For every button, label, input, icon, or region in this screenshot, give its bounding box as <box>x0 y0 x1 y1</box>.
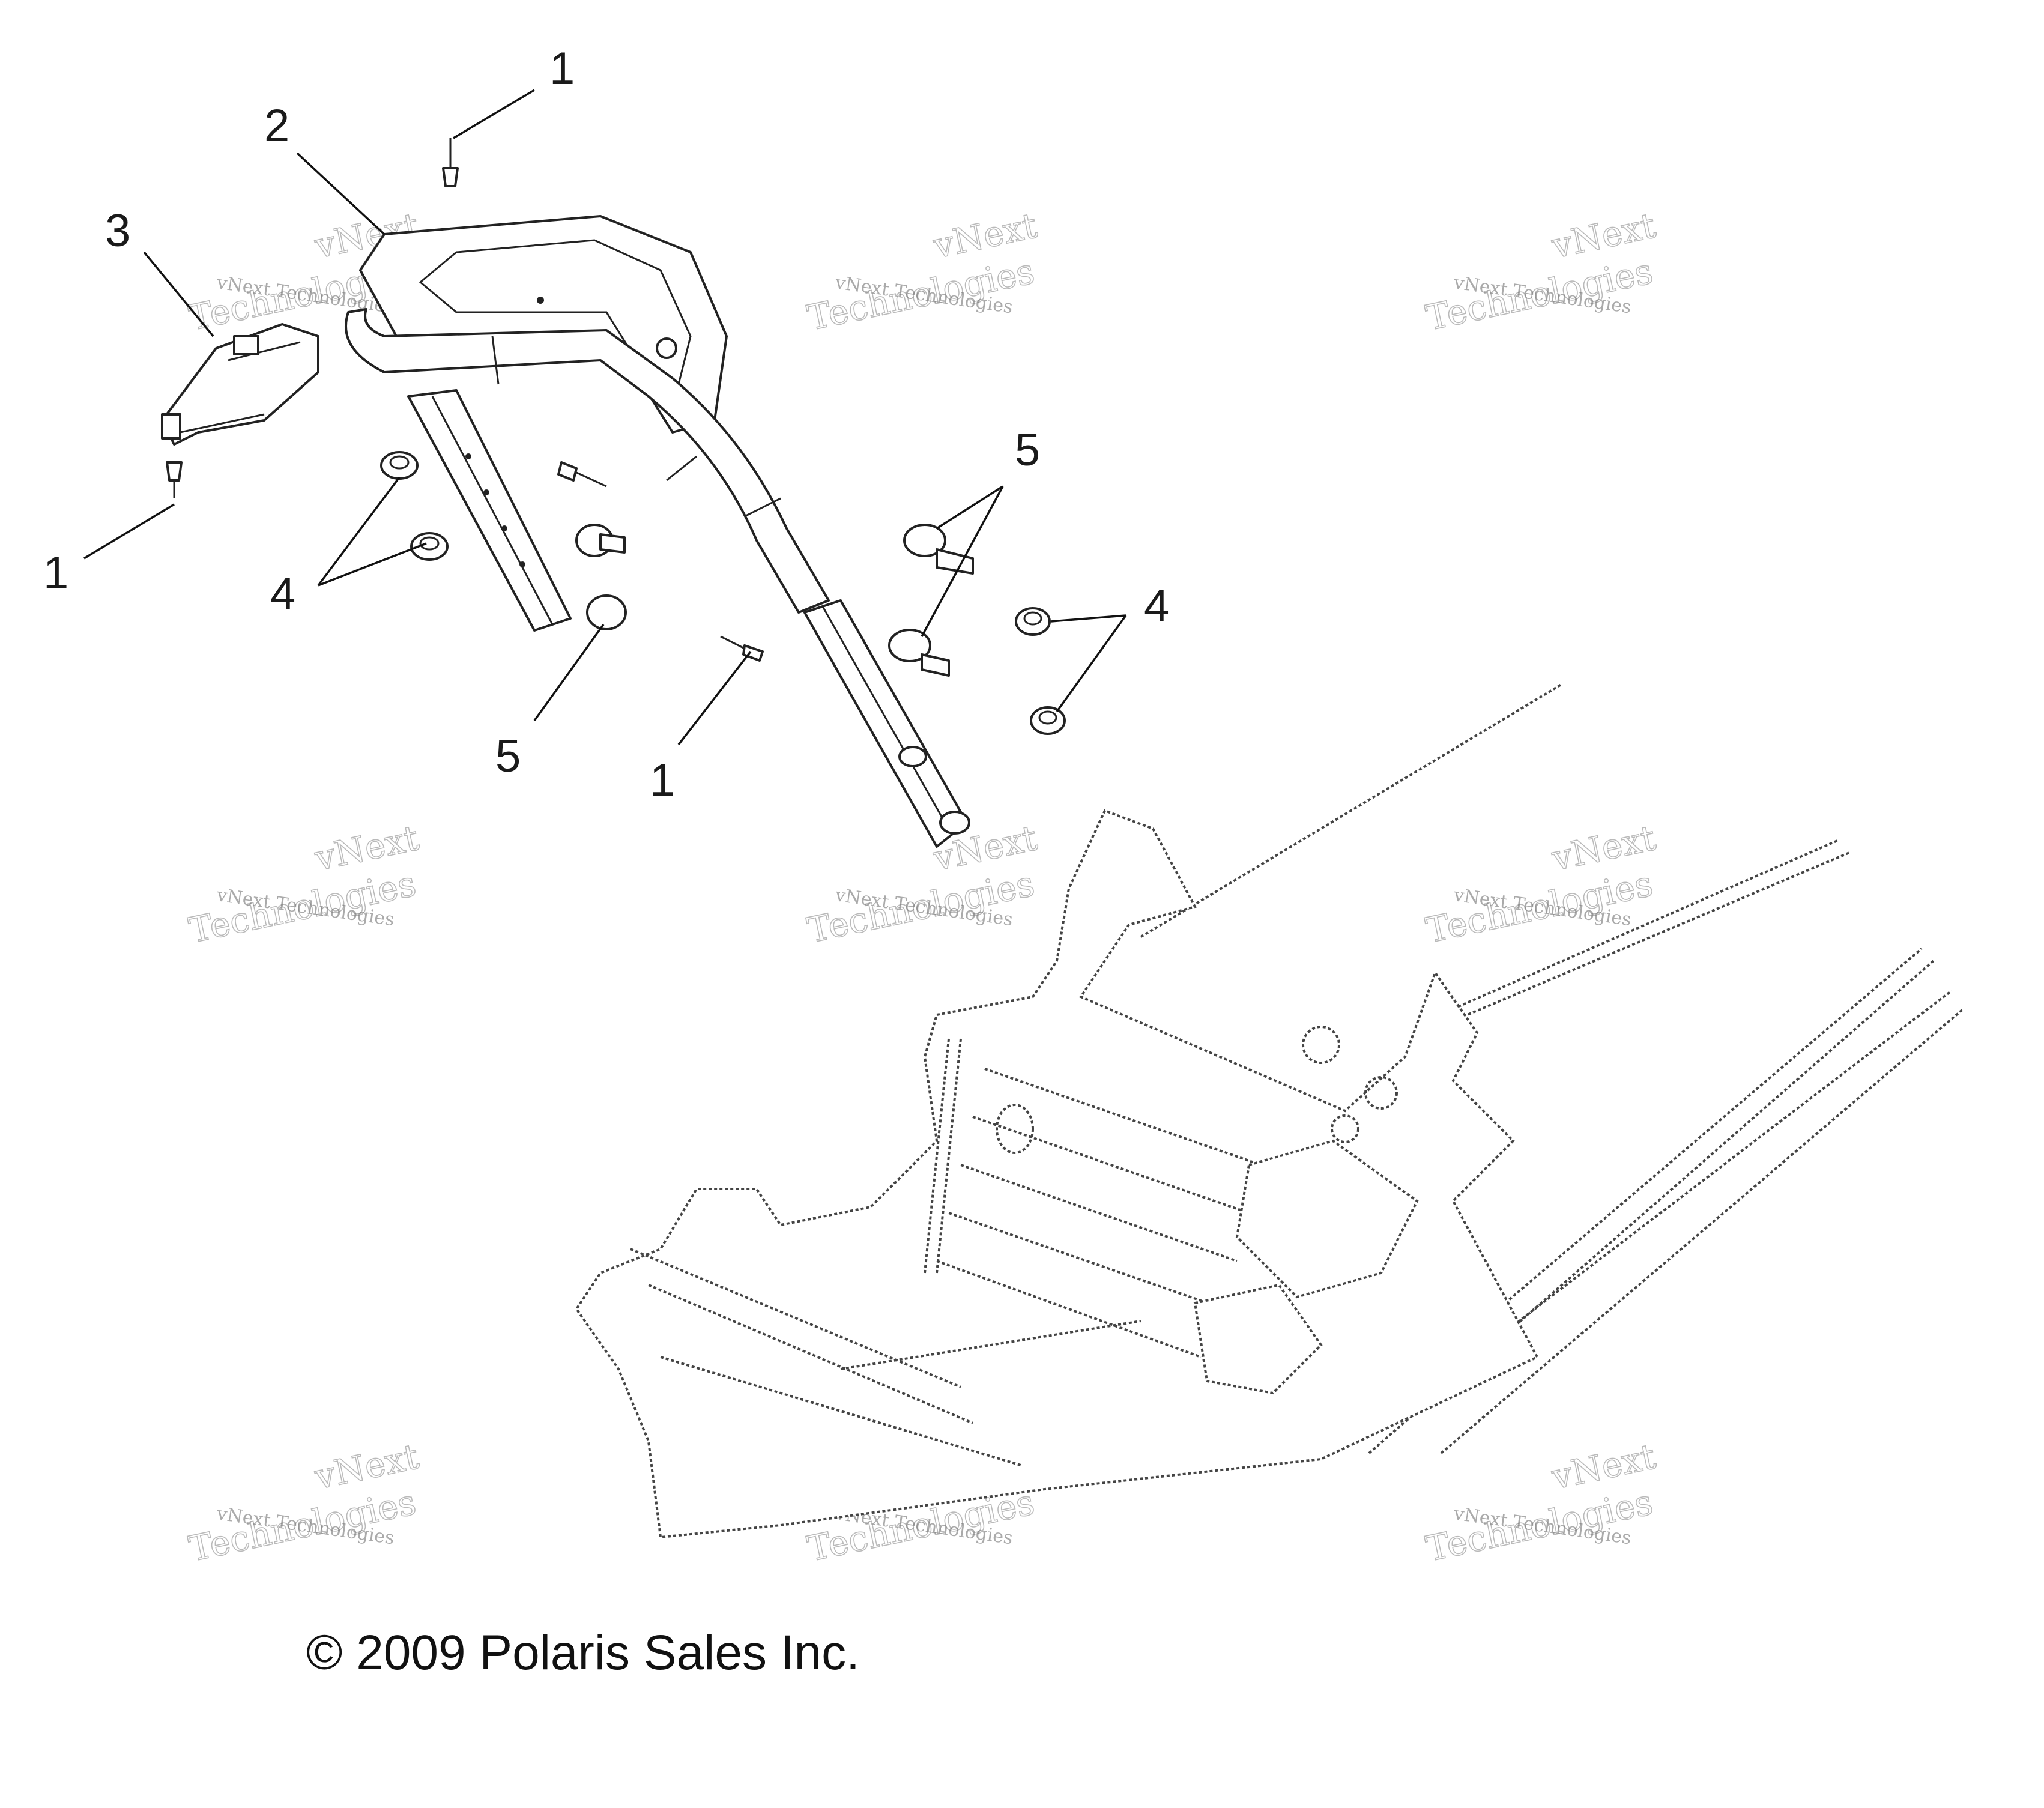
copyright-text: © 2009 Polaris Sales Inc. <box>306 1625 860 1680</box>
shoulder-bolt <box>903 524 974 575</box>
flange-nut <box>1015 607 1051 636</box>
leader-lines <box>83 89 1127 746</box>
watermark: vNext vNext Technologies Technologies <box>1422 1435 1660 1570</box>
steering-support-hoop <box>345 215 970 848</box>
chassis-frame <box>575 683 1965 1539</box>
callout-5-right: 5 <box>1015 425 1040 476</box>
flange-nut <box>410 532 449 561</box>
svg-text:Technologies: Technologies <box>1423 250 1657 338</box>
rivet <box>557 461 607 488</box>
callout-1-left: 1 <box>43 548 68 599</box>
svg-text:Technologies: Technologies <box>1423 1481 1657 1569</box>
watermark: vNext vNext Technologies Technologies <box>185 817 423 951</box>
callout-labels: 1 2 3 1 4 5 4 5 1 <box>43 43 1169 806</box>
shoulder-bolt <box>586 594 627 630</box>
rivet <box>720 635 764 662</box>
svg-text:Technologies: Technologies <box>804 863 1038 951</box>
callout-1-top: 1 <box>549 43 575 94</box>
flange-nut <box>380 451 419 480</box>
svg-text:Technologies: Technologies <box>186 1481 420 1569</box>
svg-text:Technologies: Technologies <box>804 250 1038 338</box>
svg-text:Technologies: Technologies <box>186 863 420 951</box>
flange-nut <box>1030 706 1066 735</box>
callout-2: 2 <box>264 100 289 151</box>
callout-4-right: 4 <box>1144 581 1169 632</box>
watermark: vNext vNext Technologies Technologies <box>1422 817 1660 951</box>
shoulder-bolt <box>575 524 626 557</box>
callout-1-bottom: 1 <box>650 755 675 806</box>
callout-5-left: 5 <box>495 731 521 782</box>
mounting-bracket <box>161 323 319 446</box>
watermark: vNext vNext Technologies Technologies <box>803 204 1041 339</box>
shoulder-bolt <box>888 629 950 677</box>
watermark: vNext vNext Technologies Technologies <box>1422 204 1660 339</box>
rivet <box>166 461 183 498</box>
watermark: vNext vNext Technologies Technologies <box>803 817 1041 951</box>
rivet <box>442 138 459 187</box>
watermark: vNext vNext Technologies Technologies <box>185 1435 423 1570</box>
callout-4-left: 4 <box>270 569 295 620</box>
callout-3: 3 <box>105 205 130 256</box>
svg-text:Technologies: Technologies <box>1423 863 1657 951</box>
